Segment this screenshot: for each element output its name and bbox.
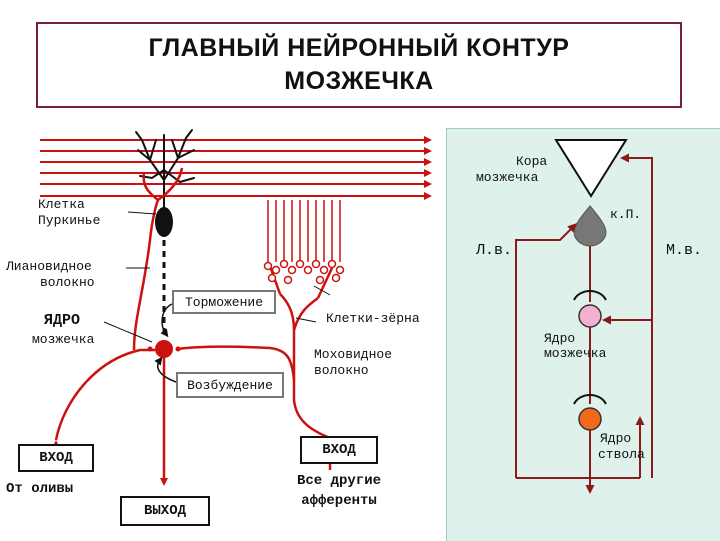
cortex-label-2: мозжечка xyxy=(476,170,539,185)
granule-cells-label: Клетки-зёрна xyxy=(326,311,420,326)
climbing-fiber-label-1: Лиановидное xyxy=(6,259,92,274)
mossy-fiber-loop xyxy=(620,153,653,478)
nucleus-label-2: мозжечка xyxy=(32,332,95,347)
stem-label-1: Ядро xyxy=(600,431,632,446)
cn-label-2: мозжечка xyxy=(544,346,607,361)
mossy-fiber xyxy=(268,265,334,440)
cerebellar-nucleus-node xyxy=(155,340,173,358)
climbing-fiber-label-2: волокно xyxy=(40,275,95,290)
inhibition-text: Торможение xyxy=(184,294,263,310)
granule-cells xyxy=(263,259,345,285)
excitation-box: Возбуждение xyxy=(176,372,284,398)
title-line-1: ГЛАВНЫЙ НЕЙРОННЫЙ КОНТУР xyxy=(148,34,570,62)
mossy-fiber-label-1: Моховидное xyxy=(314,347,393,362)
afferent-label-1: Все другие xyxy=(296,473,381,489)
nucleus-dot-left xyxy=(147,346,153,352)
nucleus-label-1: ЯДРО xyxy=(44,312,81,329)
granule-axons xyxy=(267,200,341,262)
excitation-text: Возбуждение xyxy=(187,377,273,393)
cortex-label-1: Кора xyxy=(516,154,548,169)
inhibition-box: Торможение xyxy=(172,290,276,314)
purkinje-dendrites xyxy=(135,129,195,211)
cn-label-1: Ядро xyxy=(544,331,576,346)
afferent-label-2: афференты xyxy=(301,493,377,509)
output-text: ВЫХОД xyxy=(143,503,186,519)
input-afferent-text: ВХОД xyxy=(322,442,356,458)
input-olive-text: ВХОД xyxy=(39,450,73,466)
excitation-pointer xyxy=(154,356,177,383)
cerebellar-nucleus-circle xyxy=(578,304,602,328)
leader-lines xyxy=(103,211,331,343)
synapse-arc-2 xyxy=(573,394,607,405)
mossy-fiber-label-2: волокно xyxy=(314,363,369,378)
climbing-abbr-label: Л.в. xyxy=(476,242,513,259)
olive-label: От оливы xyxy=(6,481,74,497)
purkinje-cell-shape xyxy=(573,205,607,247)
stem-label-2: ствола xyxy=(598,447,645,462)
purkinje-label-2: Пуркинье xyxy=(38,213,101,228)
mossy-abbr-label: М.в. xyxy=(666,242,703,259)
purkinje-abbr-label: к.П. xyxy=(610,207,642,222)
title-line-2: МОЗЖЕЧКА xyxy=(284,67,434,95)
purkinje-soma xyxy=(155,207,173,237)
inhibition-pointer xyxy=(160,303,173,338)
cortex-triangle xyxy=(554,139,628,198)
mossy-collateral xyxy=(177,345,296,381)
brainstem-nucleus-circle xyxy=(578,407,602,431)
input-olive-box: ВХОД xyxy=(18,444,94,472)
title-box: ГЛАВНЫЙ НЕЙРОННЫЙ КОНТУР МОЗЖЕЧКА xyxy=(36,22,682,108)
purkinje-label-1: Клетка xyxy=(38,197,85,212)
climbing-fiber xyxy=(54,167,184,441)
output-box: ВЫХОД xyxy=(120,496,210,526)
input-afferent-box: ВХОД xyxy=(300,436,378,464)
schematic-panel xyxy=(446,128,720,541)
parallel-fibers xyxy=(40,136,432,200)
synapse-arc-1 xyxy=(573,290,607,301)
